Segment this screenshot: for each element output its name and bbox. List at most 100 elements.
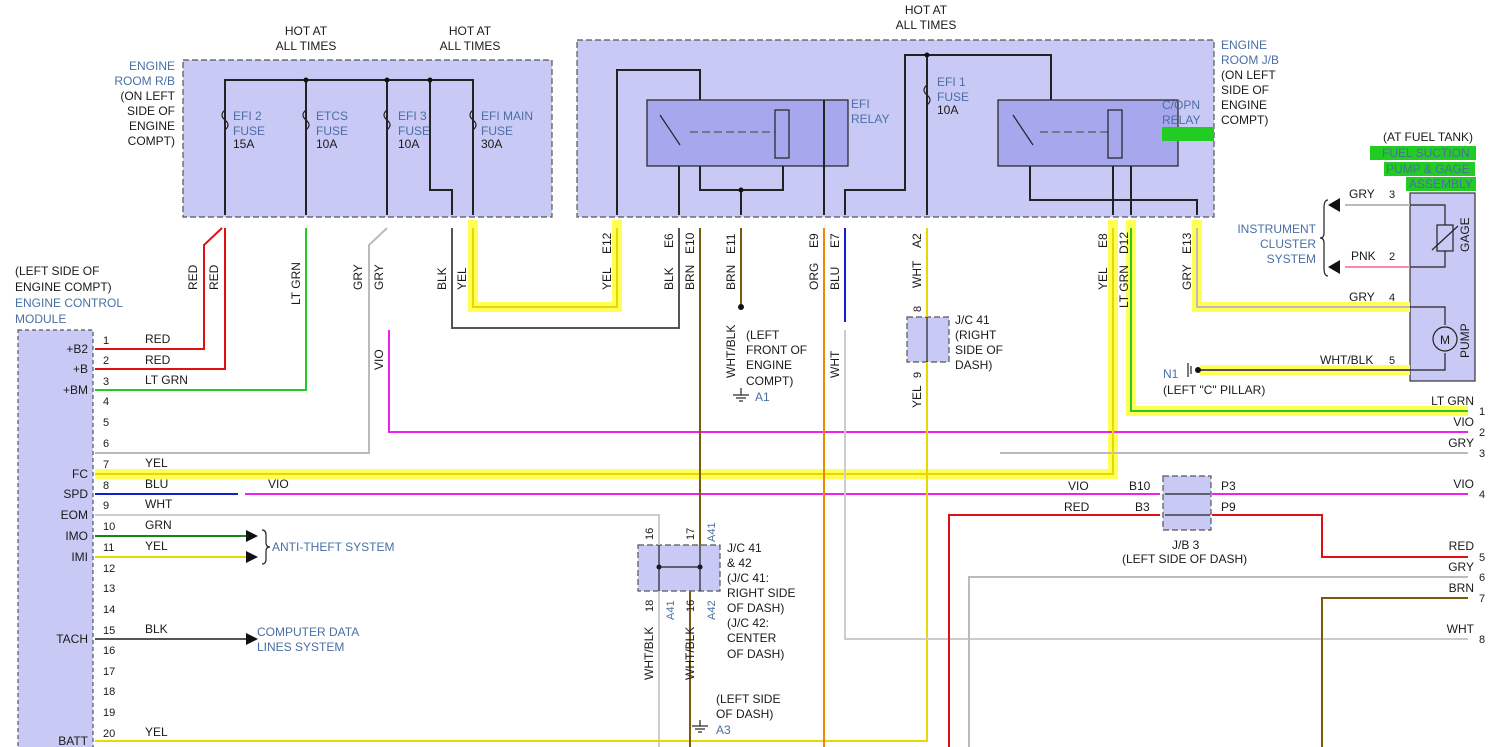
svg-text:PUMP: PUMP xyxy=(1458,323,1472,358)
engine-room-jb-label: ENGINE ROOM J/B (ON LEFT SIDE OF ENGINE … xyxy=(1221,38,1279,127)
svg-text:LT GRN: LT GRN xyxy=(289,262,303,305)
svg-text:COMPT): COMPT) xyxy=(1221,113,1268,127)
svg-text:(LEFT SIDE OF DASH): (LEFT SIDE OF DASH) xyxy=(1122,552,1247,566)
svg-text:(ON LEFT: (ON LEFT xyxy=(1221,68,1276,82)
svg-text:YEL: YEL xyxy=(145,539,168,553)
svg-text:ORG: ORG xyxy=(807,263,821,290)
svg-text:10A: 10A xyxy=(398,137,419,151)
efi-relay-box xyxy=(646,99,849,167)
svg-text:YEL: YEL xyxy=(145,456,168,470)
instrument-cluster-label: INSTRUMENT CLUSTER SYSTEM xyxy=(1237,222,1316,266)
svg-text:EFI 1: EFI 1 xyxy=(937,75,966,89)
svg-text:A3: A3 xyxy=(716,723,731,737)
svg-text:LINES SYSTEM: LINES SYSTEM xyxy=(257,640,344,654)
engine-room-rb-label: ENGINE ROOM R/B (ON LEFT SIDE OF ENGINE … xyxy=(114,59,175,148)
svg-text:PUMP & GAGE: PUMP & GAGE xyxy=(1386,162,1470,176)
svg-text:6: 6 xyxy=(1479,572,1485,584)
svg-text:6: 6 xyxy=(103,438,109,450)
svg-text:GRY: GRY xyxy=(1448,560,1474,574)
svg-text:20: 20 xyxy=(103,728,115,740)
svg-text:19: 19 xyxy=(103,707,115,719)
svg-text:(ON LEFT: (ON LEFT xyxy=(120,89,175,103)
svg-text:RELAY: RELAY xyxy=(851,112,889,126)
svg-text:11: 11 xyxy=(103,542,114,554)
svg-text:TACH: TACH xyxy=(56,632,88,646)
svg-text:EFI MAIN: EFI MAIN xyxy=(481,109,533,123)
svg-text:RED: RED xyxy=(207,264,221,290)
svg-text:12: 12 xyxy=(103,563,115,575)
svg-text:17: 17 xyxy=(103,666,115,678)
svg-text:18: 18 xyxy=(103,686,115,698)
svg-text:(AT FUEL TANK): (AT FUEL TANK) xyxy=(1383,130,1473,144)
svg-text:9: 9 xyxy=(103,500,109,512)
svg-text:SIDE OF: SIDE OF xyxy=(1221,83,1269,97)
svg-text:MODULE: MODULE xyxy=(15,312,66,326)
jc4142-box xyxy=(637,544,721,592)
svg-text:+B: +B xyxy=(73,362,88,376)
svg-text:5: 5 xyxy=(1479,552,1485,564)
svg-text:7: 7 xyxy=(103,459,109,471)
svg-text:YEL: YEL xyxy=(1096,267,1110,290)
svg-text:EFI 3: EFI 3 xyxy=(398,109,427,123)
svg-text:ETCS: ETCS xyxy=(316,109,348,123)
svg-text:(J/C 42:: (J/C 42: xyxy=(727,616,769,630)
jc41-box xyxy=(906,316,950,363)
svg-text:WHT: WHT xyxy=(828,350,842,378)
jb3-box xyxy=(1162,475,1212,531)
svg-text:FRONT OF: FRONT OF xyxy=(746,343,807,357)
efi-relay-label: EFI xyxy=(851,97,870,111)
left-side-dash-label: (LEFT SIDE OF DASH) A3 xyxy=(716,692,780,737)
jc41-label: J/C 41 (RIGHT SIDE OF DASH) xyxy=(955,313,1003,372)
svg-text:ROOM R/B: ROOM R/B xyxy=(114,74,175,88)
svg-text:5: 5 xyxy=(103,417,109,429)
svg-text:RED: RED xyxy=(145,332,171,346)
svg-text:EOM: EOM xyxy=(61,508,88,522)
ecm-label: (LEFT SIDE OF ENGINE COMPT) ENGINE CONTR… xyxy=(15,264,123,326)
svg-text:VIO: VIO xyxy=(1068,479,1089,493)
svg-text:16: 16 xyxy=(103,645,115,657)
svg-text:E12: E12 xyxy=(600,232,614,254)
svg-text:YEL: YEL xyxy=(910,385,924,408)
svg-text:7: 7 xyxy=(1479,593,1485,605)
svg-text:RIGHT SIDE: RIGHT SIDE xyxy=(727,586,795,600)
svg-text:HOT AT: HOT AT xyxy=(449,24,492,38)
svg-text:18: 18 xyxy=(644,600,656,612)
svg-text:CENTER: CENTER xyxy=(727,631,777,645)
svg-text:GRY: GRY xyxy=(1448,436,1474,450)
svg-text:RED: RED xyxy=(145,353,171,367)
svg-text:10A: 10A xyxy=(937,103,958,117)
svg-text:INSTRUMENT: INSTRUMENT xyxy=(1237,222,1316,236)
svg-text:E9: E9 xyxy=(807,233,821,248)
svg-text:ASSEMBLY: ASSEMBLY xyxy=(1409,177,1473,191)
svg-text:4: 4 xyxy=(103,396,109,408)
svg-text:E10: E10 xyxy=(683,232,697,254)
svg-text:(LEFT "C" PILLAR): (LEFT "C" PILLAR) xyxy=(1163,383,1265,397)
svg-text:P9: P9 xyxy=(1221,500,1236,514)
svg-text:FUSE: FUSE xyxy=(398,124,430,138)
svg-text:WHT/BLK: WHT/BLK xyxy=(642,627,656,680)
svg-text:(J/C 41:: (J/C 41: xyxy=(727,571,769,585)
svg-text:WHT/BLK: WHT/BLK xyxy=(724,325,738,378)
svg-text:GRY: GRY xyxy=(351,264,365,290)
svg-text:ROOM J/B: ROOM J/B xyxy=(1221,53,1279,67)
svg-text:4: 4 xyxy=(1479,489,1485,501)
svg-text:8: 8 xyxy=(103,480,109,492)
svg-text:ENGINE: ENGINE xyxy=(1221,98,1267,112)
svg-text:SPD: SPD xyxy=(63,487,88,501)
svg-text:1: 1 xyxy=(103,335,109,347)
svg-text:ALL TIMES: ALL TIMES xyxy=(440,39,501,53)
svg-text:SIDE OF: SIDE OF xyxy=(127,104,175,118)
svg-text:PNK: PNK xyxy=(1351,249,1376,263)
svg-text:RED: RED xyxy=(186,264,200,290)
copn-green-highlight xyxy=(1162,127,1214,141)
svg-text:IMI: IMI xyxy=(71,550,88,564)
svg-text:FUEL SUCTION: FUEL SUCTION xyxy=(1382,146,1470,160)
anti-theft-label: ANTI-THEFT SYSTEM xyxy=(272,540,394,554)
svg-text:GRY: GRY xyxy=(1349,187,1375,201)
jb3-label: B10 B3 P3 P9 J/B 3 (LEFT SIDE OF DASH) V… xyxy=(1064,479,1247,566)
svg-text:GRY: GRY xyxy=(1180,264,1194,290)
svg-text:8: 8 xyxy=(1479,634,1485,646)
